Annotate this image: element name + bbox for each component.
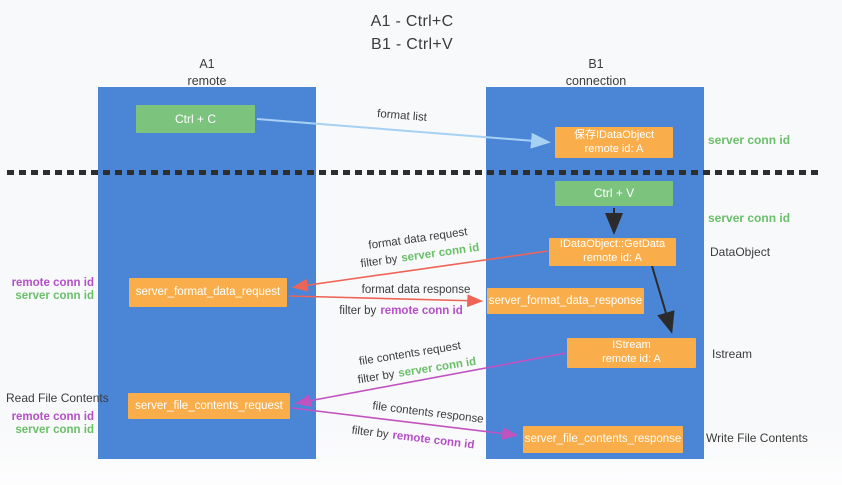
label-server-conn-id-right-mid: server conn id [708,211,791,225]
node-server-file-contents-request-label: server_file_contents_request [135,399,283,412]
label-write-file-contents: Write File Contents [706,431,808,445]
node-ctrl-c: Ctrl + C [136,105,255,133]
label-remote-conn-id-file: remote conn id [11,411,94,423]
node-istream-line1: IStream [612,339,651,352]
lane-a1-header: A1 remote [147,56,267,90]
label-read-file-contents: Read File Contents [6,391,109,405]
format-data-response-arrow [288,294,484,308]
node-server-format-data-request-label: server_format_data_request [135,286,281,299]
label-server-conn-id-file: server conn id [15,424,94,436]
label-format-data-response: format data response [361,284,471,296]
label-server-conn-id-right-top: server conn id [708,133,791,147]
filter-by-text: filter by [359,253,399,271]
filter-by-text: filter by [339,305,377,317]
lane-b1-name: B1 [588,57,604,71]
node-server-format-data-response: server_format_data_response [487,288,644,314]
lane-a1-name: A1 [199,57,215,71]
node-server-file-contents-response-label: server_file_contents_response [524,433,682,446]
label-dataobject: DataObject [710,245,771,259]
node-idataobject-getdata-line1: IDataObject::GetData [559,238,666,251]
node-server-format-data-request: server_format_data_request [129,278,287,307]
label-format-list: format list [376,108,428,124]
lane-b1-header: B1 connection [536,56,656,90]
session-separator-dashed-line [7,170,820,175]
node-ctrl-c-label: Ctrl + C [174,111,216,126]
label-remote-conn-id-format: remote conn id [11,277,94,289]
node-save-idataobject-line2: remote id: A [584,142,644,155]
diagram-title: A1 - Ctrl+C B1 - Ctrl+V [0,10,824,56]
node-idataobject-getdata-line2: remote id: A [583,252,642,264]
node-istream: IStream remote id: A [567,338,696,368]
node-save-idataobject-line1: 保存IDataObject [573,128,655,141]
lane-b1-role: connection [565,73,627,88]
node-ctrl-v: Ctrl + V [555,181,673,206]
node-server-file-contents-response: server_file_contents_response [523,426,683,453]
label-file-contents-response: file contents response [371,400,485,426]
label-server-conn-id-format: server conn id [15,290,94,302]
node-istream-line2: remote id: A [602,353,661,365]
title-line-b1: B1 - Ctrl+V [371,36,453,54]
node-ctrl-v-label: Ctrl + V [593,186,635,200]
node-server-file-contents-request: server_file_contents_request [128,393,290,419]
remote-conn-id-text: remote conn id [391,429,476,452]
node-idataobject-getdata: IDataObject::GetData remote id: A [549,238,676,266]
node-server-format-data-response-label: server_format_data_response [488,294,643,307]
node-save-idataobject: 保存IDataObject remote id: A [555,127,673,158]
conn-id-stack-format: remote conn id server conn id [0,277,94,303]
filter-by-text: filter by [350,424,390,441]
label-istream: Istream [712,347,753,361]
filter-by-text: filter by [356,368,396,387]
title-line-a1: A1 - Ctrl+C [370,13,454,30]
remote-conn-id-text: remote conn id [380,305,463,317]
lane-a1-role: remote [187,73,227,88]
conn-id-stack-file: remote conn id server conn id [0,411,94,437]
